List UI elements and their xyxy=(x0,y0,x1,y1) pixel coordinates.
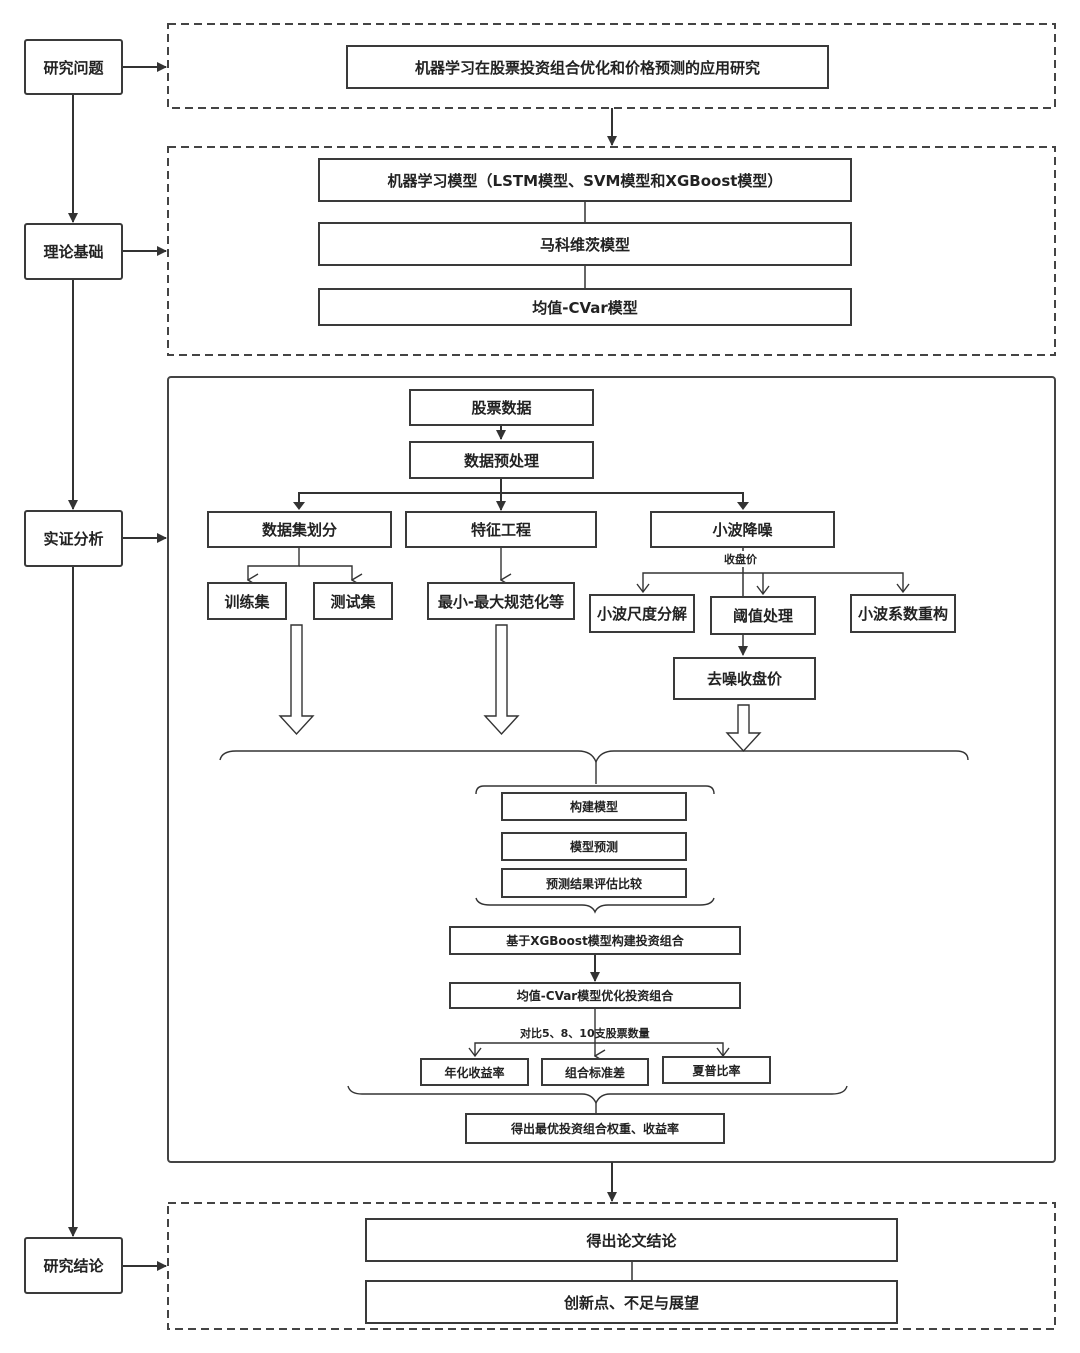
annual-return-box: 年化收益率 xyxy=(420,1058,529,1086)
wavelet-scale-decomposition-box: 小波尺度分解 xyxy=(589,594,695,633)
denoised-close-box: 去噪收盘价 xyxy=(673,657,816,700)
brace-model-block xyxy=(475,897,715,914)
wavelet-denoise-box: 小波降噪 xyxy=(650,511,835,548)
stock-data-box: 股票数据 xyxy=(409,389,594,426)
mean-cvar-model-box: 均值-CVar模型 xyxy=(318,288,852,326)
closing-price-label: 收盘价 xyxy=(723,551,758,567)
sharpe-ratio-box: 夏普比率 xyxy=(662,1056,771,1084)
brace-results xyxy=(347,1085,848,1105)
section-frame-conclusion xyxy=(167,1202,1056,1330)
training-set-box: 训练集 xyxy=(207,582,287,620)
thesis-conclusion-box: 得出论文结论 xyxy=(365,1218,898,1262)
brace-merge xyxy=(219,750,969,765)
hollow-arrow-2 xyxy=(483,624,520,736)
ml-models-box: 机器学习模型（LSTM模型、SVM模型和XGBoost模型） xyxy=(318,158,852,202)
xgb-portfolio-box: 基于XGBoost模型构建投资组合 xyxy=(449,926,741,955)
model-predict-box: 模型预测 xyxy=(501,832,687,861)
section-frame-empirical xyxy=(167,376,1056,1163)
mean-cvar-optimize-box: 均值-CVar模型优化投资组合 xyxy=(449,982,741,1009)
hollow-arrow-3 xyxy=(725,704,762,753)
innovation-outlook-box: 创新点、不足与展望 xyxy=(365,1280,898,1324)
markowitz-model-box: 马科维茨模型 xyxy=(318,222,852,266)
feature-engineering-box: 特征工程 xyxy=(405,511,597,548)
build-model-box: 构建模型 xyxy=(501,792,687,821)
dataset-split-box: 数据集划分 xyxy=(207,511,392,548)
research-conclusion-box: 研究结论 xyxy=(24,1237,123,1294)
wavelet-reconstruct-box: 小波系数重构 xyxy=(850,594,956,633)
eval-compare-box: 预测结果评估比较 xyxy=(501,868,687,898)
hollow-arrow-1 xyxy=(278,624,315,736)
portfolio-std-box: 组合标准差 xyxy=(541,1058,649,1086)
section-frame-theory xyxy=(167,146,1056,356)
min-max-normalization-box: 最小-最大规范化等 xyxy=(427,582,575,620)
research-question-box: 研究问题 xyxy=(24,39,123,95)
data-preprocess-box: 数据预处理 xyxy=(409,441,594,479)
optimal-result-box: 得出最优投资组合权重、收益率 xyxy=(465,1113,725,1144)
research-topic-box: 机器学习在股票投资组合优化和价格预测的应用研究 xyxy=(346,45,829,89)
theory-basis-box: 理论基础 xyxy=(24,223,123,280)
test-set-box: 测试集 xyxy=(313,582,393,620)
threshold-processing-box: 阈值处理 xyxy=(710,596,816,635)
empirical-analysis-box: 实证分析 xyxy=(24,510,123,567)
compare-stock-count-note: 对比5、8、10支股票数量 xyxy=(520,1027,650,1040)
section-frame-question xyxy=(167,23,1056,109)
